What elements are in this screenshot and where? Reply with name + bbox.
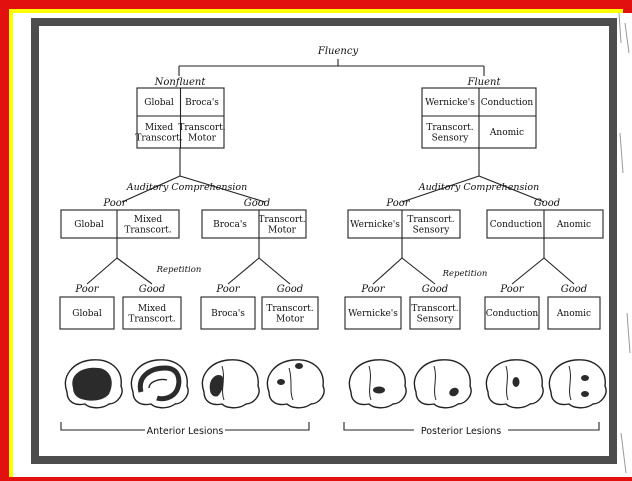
fluent-auditory-label: Auditory Comprehension <box>418 182 539 193</box>
nonfluent-poor-global: Global <box>74 220 104 230</box>
root-label: Fluency <box>317 46 359 57</box>
nonfluent-label: Nonfluent <box>154 77 207 88</box>
leaf-head: Good <box>277 284 303 295</box>
scan-edge <box>617 12 632 477</box>
leaf-head: Poor <box>74 284 99 295</box>
brain-brocas <box>201 359 260 409</box>
fluent-grid: Wernicke's Conduction Transcort.Sensory … <box>421 87 537 149</box>
nonfluent-grid-brocas: Broca's <box>185 98 219 108</box>
posterior-lesions-label: Posterior Lesions <box>421 426 501 437</box>
fluent-good-conduction: Conduction <box>490 220 543 230</box>
fluent-label: Fluent <box>467 77 502 88</box>
fluent-grid-conduction: Conduction <box>481 98 534 108</box>
fluent-auditory-good: Good <box>534 198 560 209</box>
leaf-head: Poor <box>360 284 385 295</box>
leaf-box <box>547 296 601 330</box>
nonfluent-good-pair: Broca's Transcort.Motor <box>201 209 307 239</box>
leaf-head: Poor <box>499 284 524 295</box>
brain-diagrams <box>64 359 607 409</box>
fluent-poor-wernickes: Wernicke's <box>350 220 400 230</box>
brain-transcortical-motor <box>266 359 325 409</box>
fluent-grid-wernickes: Wernicke's <box>425 98 475 108</box>
anterior-bracket: Anterior Lesions <box>60 422 310 437</box>
leaf-box <box>484 296 540 330</box>
leaf-box <box>59 296 115 330</box>
leaf-label: Transcort.Motor <box>266 304 313 324</box>
leaf-head: Poor <box>215 284 240 295</box>
leaf-label: Wernicke's <box>348 309 398 319</box>
leaf-head: Good <box>561 284 587 295</box>
brain-global <box>64 359 123 409</box>
leaf-box <box>122 296 182 330</box>
nonfluent-auditory-label: Auditory Comprehension <box>126 182 247 193</box>
fluent-grid-anomic: Anomic <box>489 128 524 138</box>
nonfluent-auditory-poor: Poor <box>102 198 127 209</box>
leaf-box <box>261 296 319 330</box>
leaf-label: Broca's <box>211 309 245 319</box>
brain-transcortical-sensory <box>413 359 472 409</box>
leaf-head: Good <box>422 284 448 295</box>
nonfluent-grid-global: Global <box>144 98 174 108</box>
nonfluent-good-brocas: Broca's <box>213 220 247 230</box>
fluent-auditory-poor: Poor <box>385 198 410 209</box>
fluent-good-pair: Conduction Anomic <box>486 209 604 239</box>
scan-edge-marks <box>618 12 631 474</box>
brain-conduction <box>485 359 544 409</box>
leaf-head: Good <box>139 284 165 295</box>
anterior-lesions-label: Anterior Lesions <box>147 426 224 437</box>
fluent-poor-sensory: Transcort.Sensory <box>407 215 454 235</box>
leaf-box <box>344 296 402 330</box>
brain-wernickes <box>348 359 407 409</box>
nonfluent-grid-motor: Transcort.Motor <box>178 123 225 143</box>
leaf-label: Transcort.Sensory <box>411 304 458 324</box>
leaf-box <box>200 296 256 330</box>
brain-mixed-transcortical <box>130 359 189 409</box>
fluent-good-anomic: Anomic <box>556 220 591 230</box>
leaf-box <box>409 296 461 330</box>
fluent-grid-sensory: Transcort.Sensory <box>426 123 473 143</box>
leaf-label: Conduction <box>486 309 539 319</box>
brain-anomic <box>548 359 607 409</box>
fluent-poor-pair: Wernicke's Transcort.Sensory <box>347 209 461 239</box>
leaf-label: Anomic <box>556 309 591 319</box>
nonfluent-auditory-good: Good <box>244 198 270 209</box>
fluent-repetition-label: Repetition <box>442 269 488 279</box>
leaf-label: Global <box>72 309 102 319</box>
posterior-bracket: Posterior Lesions <box>343 422 600 437</box>
nonfluent-good-motor: Transcort.Motor <box>258 215 305 235</box>
nonfluent-repetition-label: Repetition <box>156 265 202 275</box>
